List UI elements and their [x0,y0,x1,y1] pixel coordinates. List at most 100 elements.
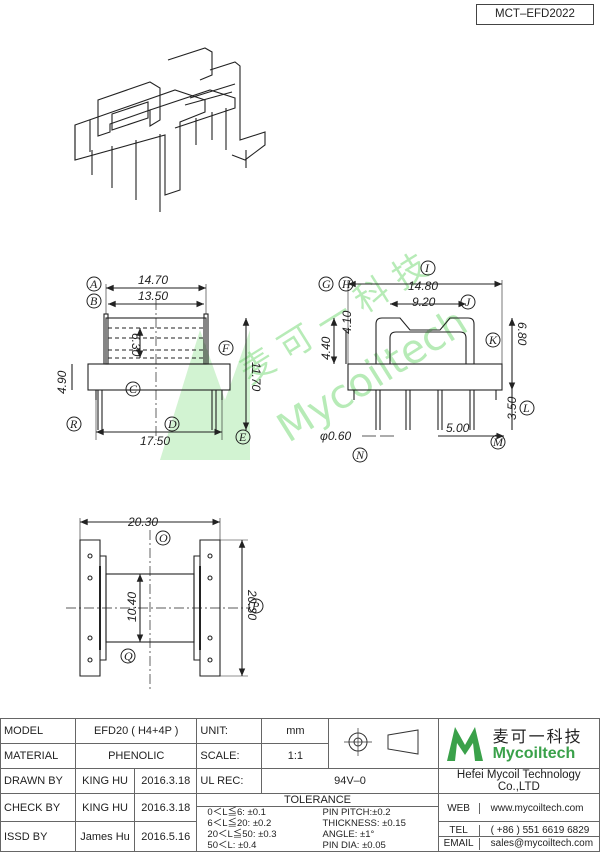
dim-b: 13.50 [138,289,168,303]
label-g-circle [318,276,334,292]
dim-j: 9.20 [412,295,436,309]
tel-label: TEL [439,825,480,838]
tolerance-label: TOLERANCE [197,794,438,807]
logo-en: Mycoiltech [492,745,576,762]
dim-f: 4.90 [55,370,69,394]
label-o: O [159,531,168,545]
label-j: J [465,295,471,309]
label-l-circle [519,400,535,416]
drawn-date: 2016.3.18 [134,768,198,794]
label-f-circle [218,340,234,356]
logo-cn: 麦可一科技 [492,727,583,746]
material-value: PHENOLIC [74,743,198,769]
tol-2: 6＜L≦20: ±0.2 [207,818,272,829]
label-k: K [488,333,498,347]
tolerance-cell: TOLERANCE 0＜L≦6: ±0.1 6＜L≦20: ±0.2 20＜L≦… [196,793,439,852]
model-label: MODEL [0,718,76,744]
label-n: N [355,448,365,462]
drawn-name: KING HU [74,768,136,794]
label-e-circle [235,429,251,445]
dim-i: 14.80 [408,279,438,293]
watermark-logo-icon [160,330,250,460]
dim-h: 4.10 [340,310,354,334]
contact-web: WEB www.mycoiltech.com [437,792,600,823]
ul-value: 94V–0 [261,768,439,794]
label-r: R [69,417,78,431]
label-b: B [90,294,98,308]
projection-symbol [328,718,439,769]
dim-q: 10.40 [125,592,139,622]
dim-a: 14.70 [138,273,168,287]
dim-o: 20.30 [127,515,158,529]
dim-g: 4.40 [319,336,333,360]
iso-view [74,47,266,212]
check-name: KING HU [74,792,136,823]
issued-name: James Hu [74,821,136,852]
watermark: 麦 可 一 科 技 Mycoiltech [160,246,476,460]
label-l: L [522,401,530,415]
label-g: G [322,277,331,291]
technical-drawing: 麦 可 一 科 技 Mycoiltech [55,47,535,690]
dim-d: 17.50 [140,434,170,448]
label-h-circle [338,276,354,292]
label-j-circle [460,294,476,310]
ul-label: UL REC: [196,768,263,794]
label-i-circle [420,260,436,276]
label-h: H [341,277,352,291]
pin-pitch: PIN PITCH:±0.2 [322,807,391,818]
label-q: Q [124,649,133,663]
dim-k: 6.80 [515,322,529,346]
label-p-circle [248,598,264,614]
label-c: C [129,382,138,396]
thickness: THICKNESS: ±0.15 [322,818,406,829]
unit-value: mm [261,718,330,744]
label-n-circle [352,447,368,463]
dim-c: 6.30 [129,333,143,357]
material-label: MATERIAL [0,743,76,769]
web-label: WEB [439,802,480,814]
company-name: Hefei Mycoil Technology Co.,LTD [437,768,600,794]
front-view [71,284,250,440]
label-d: D [167,417,177,431]
tol-1: 0＜L≦6: ±0.1 [207,807,266,818]
front-view-labels: A 14.70 B 13.50 6.30 C 4.90 F 11.70 E D … [55,273,263,448]
label-m-circle [490,434,506,450]
label-a-circle [86,276,102,292]
tel-value: ( +86 ) 551 6619 6829 [490,825,590,837]
label-a: A [89,277,98,291]
label-q-circle [120,648,136,664]
tol-4: 50＜L: ±0.4 [207,840,257,851]
scale-label: SCALE: [196,743,263,769]
title-block: MODEL EFD20 ( H4+4P ) UNIT: mm 麦可一科技 Myc… [0,718,600,852]
label-p: P [251,599,260,613]
pin-dia: PIN DIA: ±0.05 [322,840,386,851]
web-value[interactable]: www.mycoiltech.com [490,802,584,814]
dim-e: 11.70 [249,362,263,391]
tol-3: 20＜L≦50: ±0.3 [207,829,277,840]
label-d-circle [164,416,180,432]
dim-m: 5.00 [446,421,470,435]
email-label: EMAIL [439,838,480,851]
label-m: M [492,435,504,449]
label-r-circle [66,416,82,432]
top-view [66,518,250,690]
mycoiltech-logo-icon [446,727,483,761]
label-k-circle [485,332,501,348]
label-i: I [424,261,430,275]
label-f: F [221,341,230,355]
company-logo: 麦可一科技 Mycoiltech [437,718,600,769]
model-value: EFD20 ( H4+4P ) [74,718,198,744]
issued-label: ISSD BY [0,821,76,852]
dim-l: 3.50 [505,396,519,420]
check-label: CHECK BY [0,792,76,823]
side-view-labels: G H I 14.80 9.20 J 4.40 4.10 K 6.80 3.50… [318,260,535,463]
check-date: 2016.3.18 [134,792,198,823]
dim-n: φ0.60 [320,429,352,443]
drawn-label: DRAWN BY [0,768,76,794]
label-o-circle [155,530,171,546]
unit-label: UNIT: [196,718,263,744]
label-c-circle [125,381,141,397]
label-e: E [238,430,247,444]
contact-tel-email: TEL ( +86 ) 551 6619 6829 EMAIL sales@my… [437,821,600,852]
issued-date: 2016.5.16 [134,821,198,852]
